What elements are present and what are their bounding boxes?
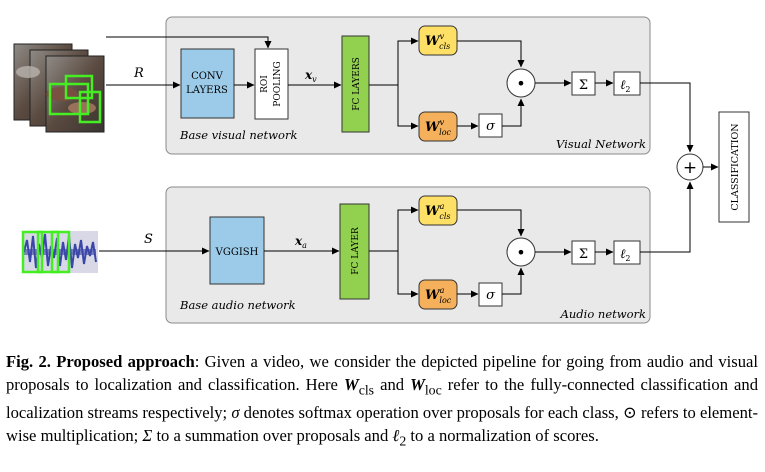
caption-fig-label: Fig. 2. (6, 352, 51, 371)
caption-text: denotes softmax operation over proposals… (239, 403, 623, 423)
audio-network-panel (165, 186, 651, 324)
audio-softmax-symbol: σ (486, 288, 496, 303)
conv-layers-label: LAYERS (186, 85, 228, 96)
caption-odot-symbol: ⊙ (622, 403, 637, 423)
caption-text: to a normalization of scores. (406, 426, 599, 446)
visual-proposal-box (78, 90, 102, 124)
visual-input-symbol: R (133, 66, 144, 81)
caption-text: refers to element-wise multiplication; (6, 403, 758, 446)
conv-layers-block (180, 48, 235, 119)
fc-layers-label: FC LAYERS (352, 57, 362, 111)
fusion-plus-symbol: + (683, 158, 697, 178)
base-audio-network-label: Base audio network (179, 298, 296, 312)
audio-fc-layer-label: FC LAYER (351, 227, 361, 275)
visual-network-label: Visual Network (556, 137, 646, 151)
roi-pooling-label: ROI (260, 75, 270, 93)
caption-text: to a summation over proposals and (152, 426, 393, 446)
caption-sigma-symbol: σ (231, 403, 240, 423)
fc-layers-block (341, 35, 370, 133)
base-visual-network-label: Base visual network (179, 128, 297, 142)
visual-multiply-symbol: • (516, 74, 525, 93)
caption-ell-symbol: ℓ (392, 426, 400, 446)
classification-label: CLASSIFICATION (730, 123, 741, 210)
caption-text: : Given a video, we consider the depicte… (6, 352, 758, 394)
vggish-block (209, 216, 265, 285)
classification-block (718, 111, 750, 223)
caption-w-symbol: W (343, 375, 359, 394)
visual-feature-symbol: xv (304, 68, 317, 84)
caption-title: Proposed approach (56, 352, 195, 371)
audio-input-symbol: S (144, 232, 153, 247)
audio-proposal-box (50, 230, 71, 274)
roi-pooling-block (254, 48, 289, 120)
audio-proposal-box (21, 230, 44, 274)
audio-fc-layer-block (339, 203, 370, 300)
video-frames-image (13, 43, 105, 133)
conv-layers-label: CONV (191, 71, 224, 82)
audio-sum-symbol: Σ (579, 247, 588, 262)
visual-l2-symbol: ℓ2 (620, 78, 631, 94)
vggish-label: VGGISH (215, 247, 259, 258)
caption-w-subscript: loc (424, 382, 442, 398)
figure-caption: Fig. 2. Proposed approach: Given a video… (6, 350, 758, 453)
audio-feature-symbol: xa (294, 234, 307, 250)
pipeline-diagram: R CONV LAYERS ROI POOLING xv FC LAYERS W… (13, 16, 750, 324)
caption-text: refer to the fully-connected classificat… (6, 375, 758, 423)
caption-ell-subscript: 2 (399, 433, 407, 449)
caption-w-symbol: W (410, 375, 425, 394)
roi-pooling-label: POOLING (273, 61, 283, 106)
caption-sum-symbol: Σ (142, 426, 153, 446)
audio-l2-symbol: ℓ2 (620, 247, 631, 263)
visual-softmax-symbol: σ (486, 119, 496, 134)
caption-w-subscript: cls (358, 382, 375, 398)
audio-proposal-box (36, 230, 60, 274)
audio-network-label: Audio network (560, 307, 646, 321)
audio-multiply-symbol: • (516, 243, 525, 262)
visual-sum-symbol: Σ (579, 78, 588, 93)
audio-waveform-image (21, 230, 98, 274)
caption-text: and (374, 375, 411, 394)
